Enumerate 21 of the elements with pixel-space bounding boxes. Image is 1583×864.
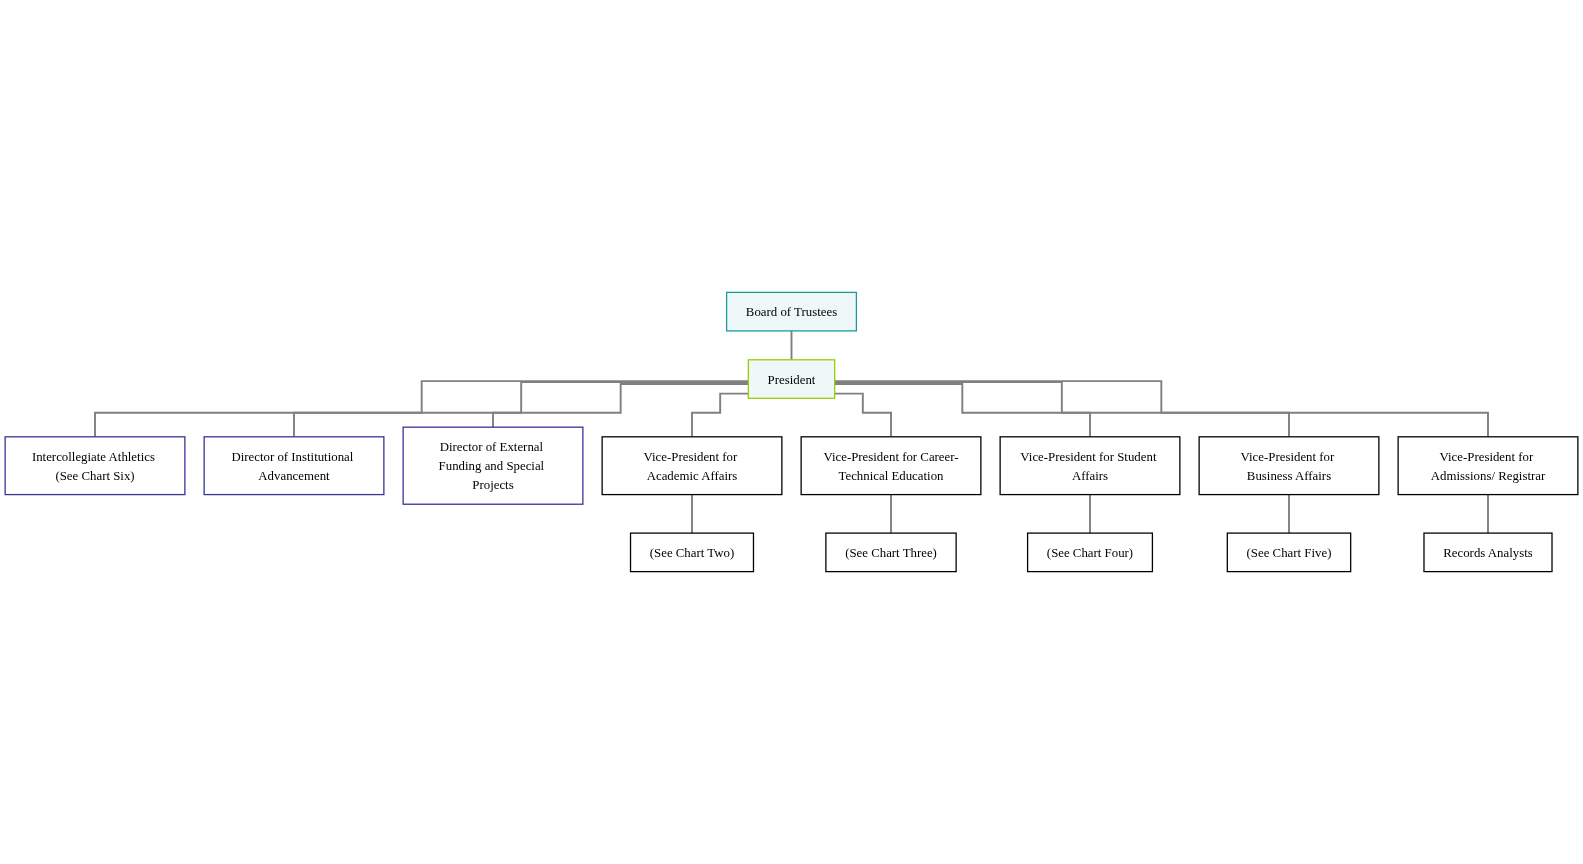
connector bbox=[890, 493, 892, 535]
connector bbox=[1487, 493, 1489, 535]
node-box: Director of Institutional Advancement bbox=[203, 436, 385, 496]
node-box: Director of External Funding and Special Projects bbox=[402, 426, 584, 505]
node-box: Board of Trustees bbox=[725, 291, 858, 332]
node-box: Vice-President for Academic Affairs bbox=[601, 436, 783, 496]
connector bbox=[790, 329, 793, 361]
connector bbox=[1089, 493, 1091, 535]
node-box: (See Chart Two) bbox=[629, 532, 755, 573]
node-box: Vice-President for Career-Technical Education bbox=[800, 436, 982, 496]
node-box: Vice-President for Admissions/ Registrar bbox=[1397, 436, 1579, 496]
connector bbox=[691, 493, 693, 535]
node-box: Vice-President for Student Affairs bbox=[999, 436, 1181, 496]
node-box: Vice-President for Business Affairs bbox=[1198, 436, 1380, 496]
node-box: (See Chart Four) bbox=[1026, 532, 1154, 573]
node-box: Records Analysts bbox=[1423, 532, 1553, 573]
node-box: Intercollegiate Athletics (See Chart Six) bbox=[4, 436, 186, 496]
node-box: (See Chart Five) bbox=[1226, 532, 1352, 573]
node-box: President bbox=[747, 359, 836, 399]
node-box: (See Chart Three) bbox=[825, 532, 957, 573]
connector bbox=[1288, 493, 1290, 535]
